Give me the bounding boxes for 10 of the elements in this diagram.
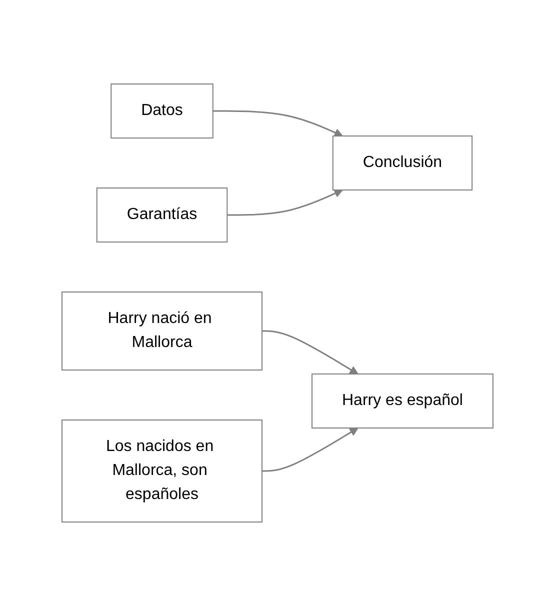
arrow	[226, 188, 342, 216]
node-box: Garantías	[96, 187, 228, 242]
node-box: Conclusión	[332, 135, 472, 190]
node-box: Harry nació en Mallorca	[61, 291, 262, 370]
arrow	[262, 330, 358, 374]
arrow	[212, 110, 342, 136]
node-box: Datos	[110, 83, 213, 138]
node-box: Los nacidos en Mallorca, son españoles	[61, 419, 262, 522]
node-box: Harry es español	[311, 373, 493, 428]
arrow	[262, 427, 358, 472]
